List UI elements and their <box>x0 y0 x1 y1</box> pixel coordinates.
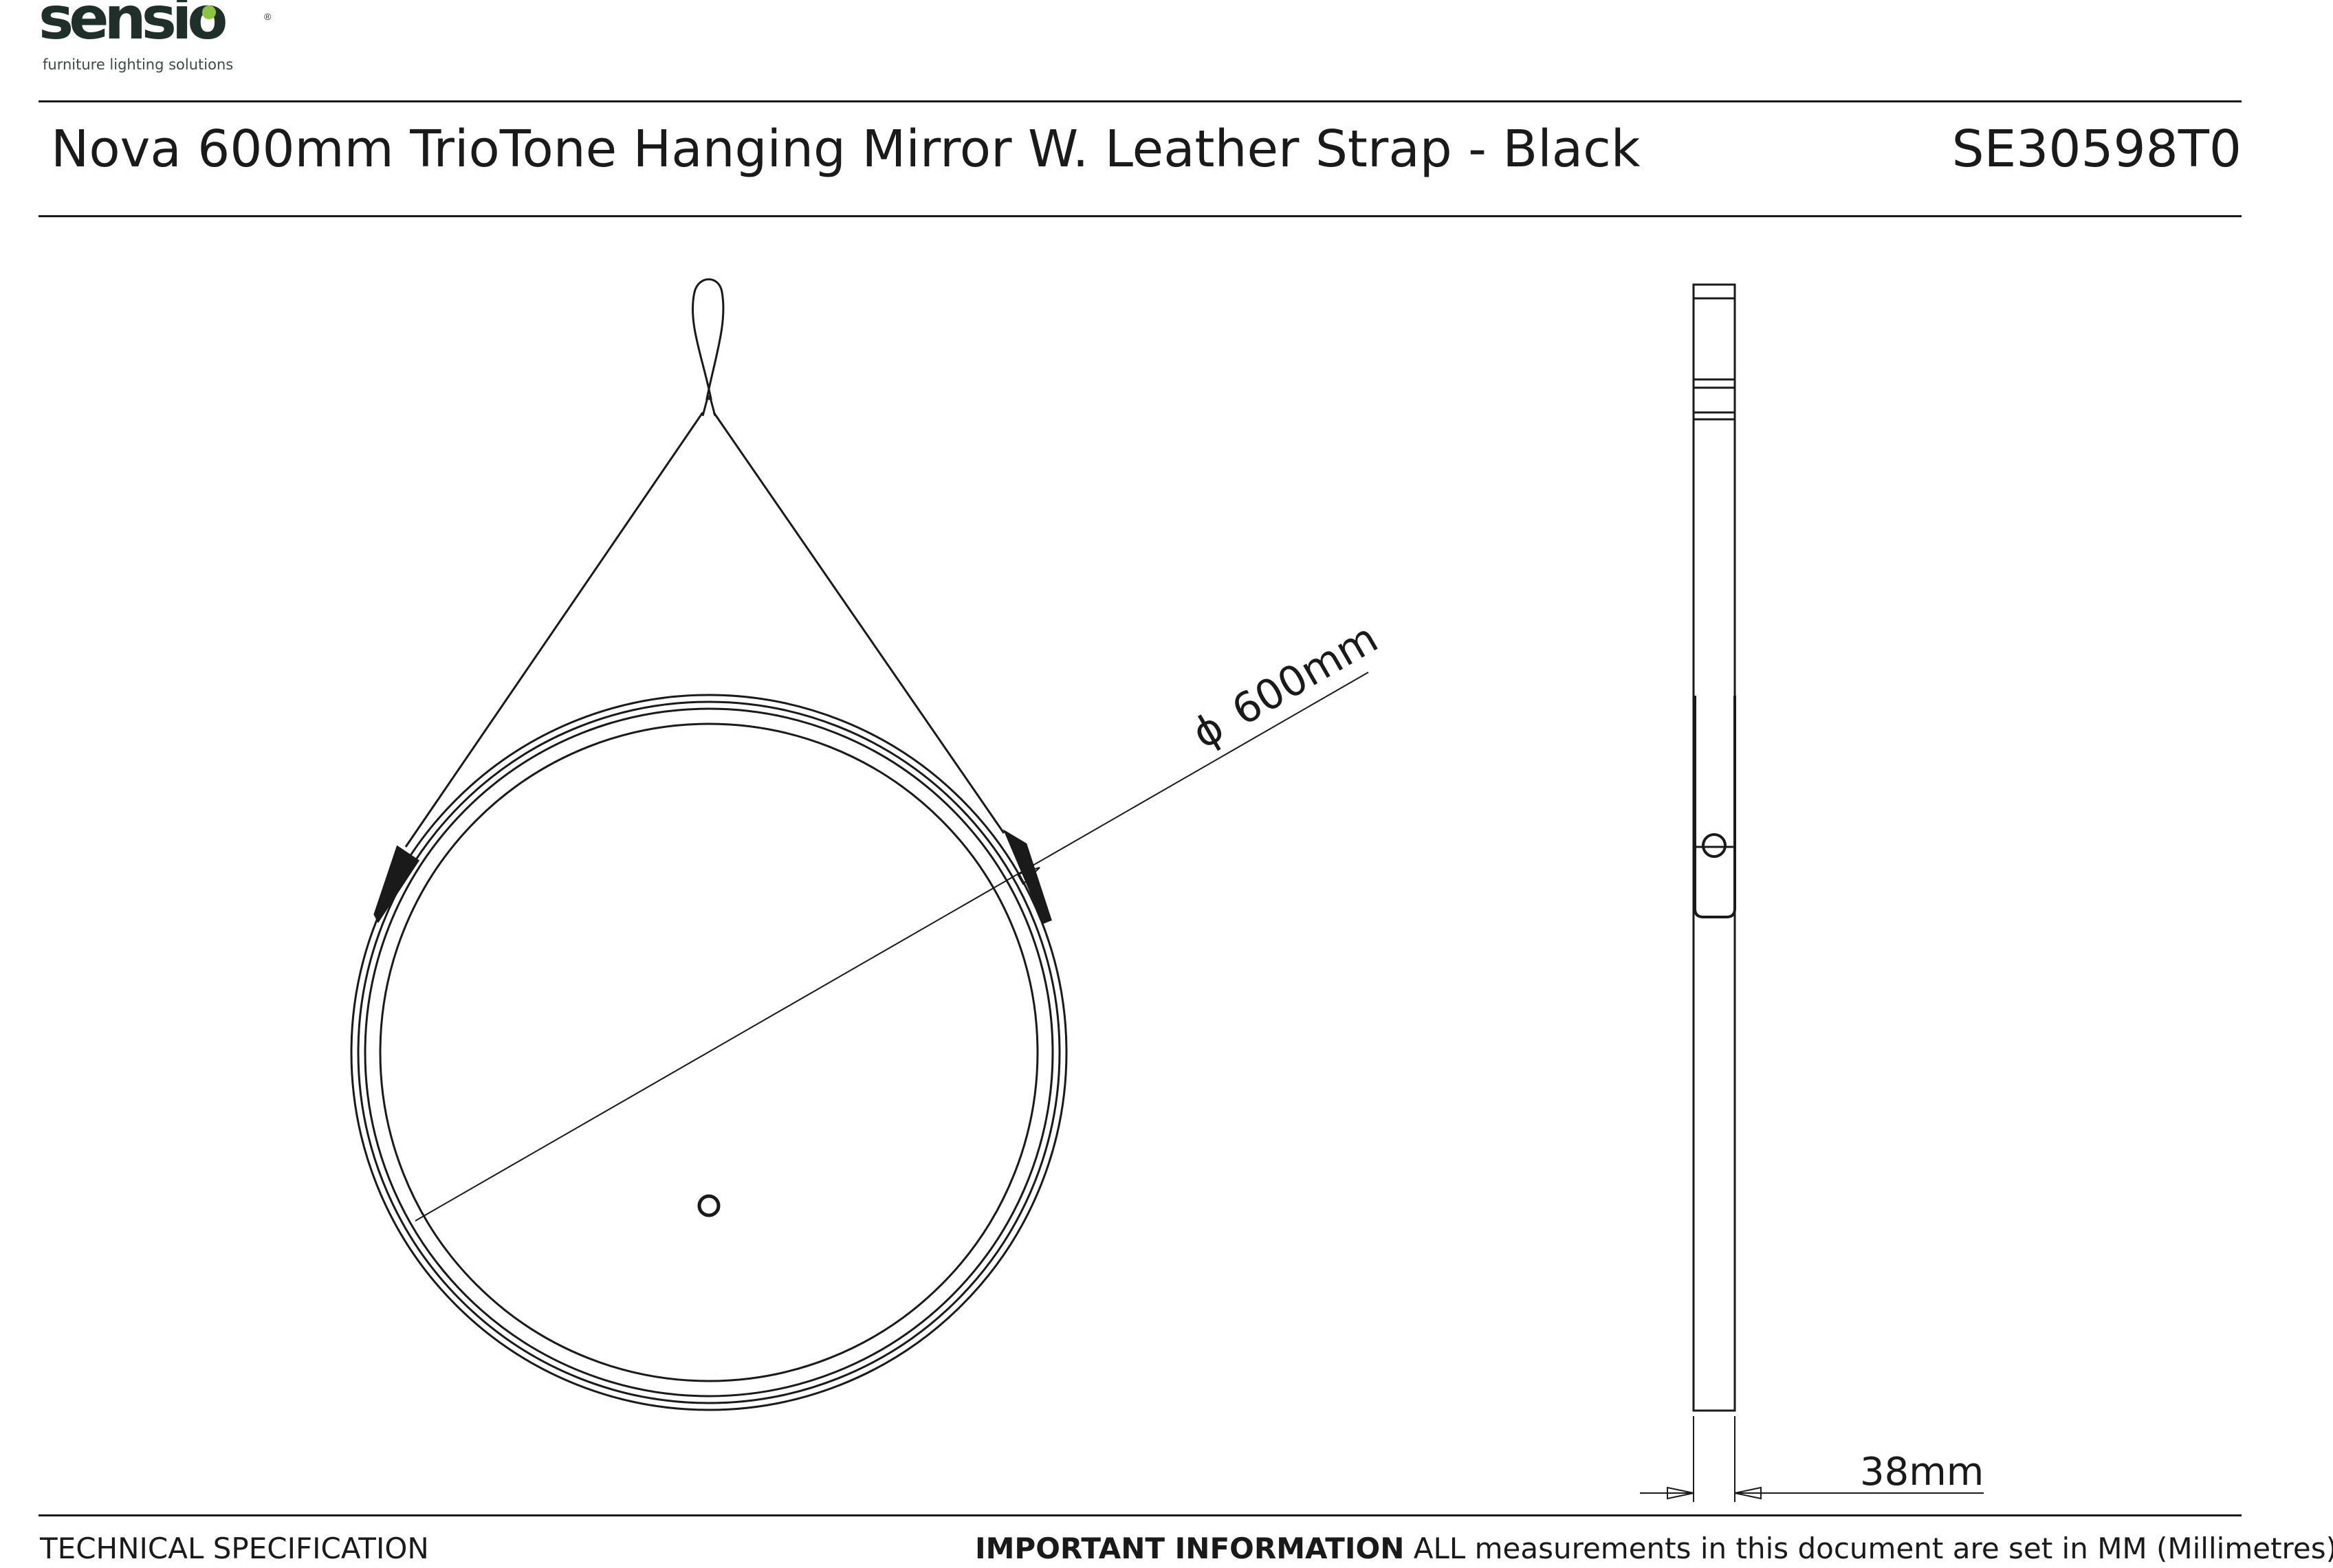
strap-left-line <box>404 412 704 848</box>
header-bottom-rule <box>39 215 2242 217</box>
logo-wordmark: sensio <box>39 0 228 53</box>
mirror-outer-ring <box>350 694 1068 1411</box>
left-strap-buckle <box>373 845 420 923</box>
diameter-dimension-label: ϕ 600mm <box>1185 614 1386 758</box>
sensio-logo: sensio ® furniture lighting solutions <box>39 0 271 73</box>
mirror-glass-ring <box>379 722 1039 1382</box>
footer-rule <box>39 1514 2242 1516</box>
diameter-symbol: ϕ <box>1185 703 1232 758</box>
notice-text: ALL measurements in this document are se… <box>1404 1532 2333 1565</box>
side-clip-rivet <box>1702 833 1727 858</box>
side-strap-clip <box>1694 696 1736 918</box>
mirror-frame-ring <box>357 700 1061 1404</box>
front-view <box>350 278 1369 1411</box>
strap-right-line <box>712 412 1005 834</box>
right-strap-buckle <box>1003 829 1052 924</box>
strap-left-join <box>701 395 710 417</box>
footer-section-label: TECHNICAL SPECIFICATION <box>40 1532 429 1565</box>
header-top-rule <box>39 100 2242 102</box>
notice-heading: IMPORTANT INFORMATION <box>975 1532 1405 1565</box>
footer-important-notice: IMPORTANT INFORMATION ALL measurements i… <box>975 1534 2333 1563</box>
depth-arrow-right <box>1734 1486 1762 1500</box>
strap-right-join <box>708 395 716 417</box>
logo-tagline: furniture lighting solutions <box>43 56 234 73</box>
diameter-arrow-head <box>1016 867 1040 885</box>
mirror-frame-inner-ring <box>364 707 1054 1398</box>
diameter-value: 600mm <box>1224 614 1385 735</box>
product-code: SE30598T0 <box>1951 120 2242 179</box>
touch-sensor-icon <box>697 1194 721 1217</box>
depth-dimension-label: 38mm <box>1860 1450 1984 1494</box>
logo-accent-dot <box>202 5 216 19</box>
depth-arrow-left <box>1667 1486 1694 1500</box>
product-title: Nova 600mm TrioTone Hanging Mirror W. Le… <box>51 120 1641 179</box>
diameter-dimension-line <box>415 672 1369 1222</box>
strap-loop <box>692 278 725 400</box>
side-view <box>1640 283 1984 1502</box>
logo-registered-mark: ® <box>264 11 272 22</box>
